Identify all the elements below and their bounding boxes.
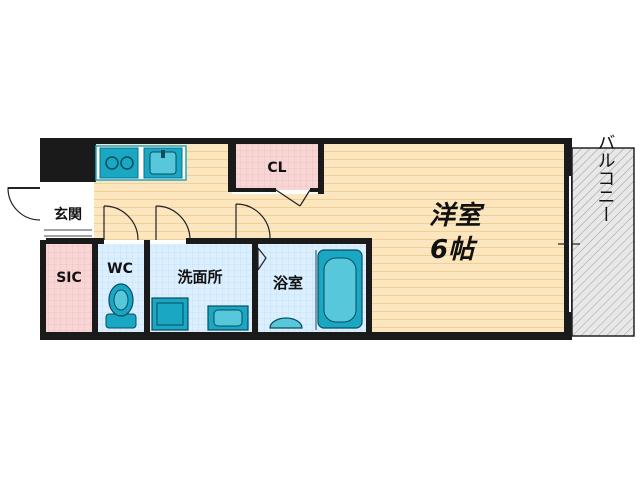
entrance-label: 玄関 — [54, 206, 82, 223]
western-room-size-label: 6帖 — [430, 235, 478, 265]
walls — [40, 138, 572, 340]
bathroom-label: 浴室 — [273, 274, 303, 292]
burner-left-icon — [105, 156, 119, 170]
balcony-floor — [572, 148, 634, 336]
toilet-label: WC — [107, 261, 133, 277]
shoe-closet-label: SIC — [56, 270, 82, 286]
balcony-outline — [571, 147, 635, 337]
shoe-closet-floor — [44, 244, 92, 332]
balcony-label: バルコニー — [595, 133, 616, 223]
washroom-label: 洗面所 — [177, 268, 222, 286]
closet-label: CL — [267, 160, 286, 176]
wash-basin-icon — [269, 317, 303, 329]
entrance-floor — [44, 184, 92, 240]
burner-right-icon — [120, 156, 134, 170]
western-room-label: 洋室 — [429, 201, 485, 231]
entrance-step — [44, 229, 92, 237]
corridor-floor — [232, 194, 322, 240]
closet-floor — [234, 144, 320, 190]
entrance-door-swing — [7, 187, 41, 221]
doors — [103, 189, 311, 271]
